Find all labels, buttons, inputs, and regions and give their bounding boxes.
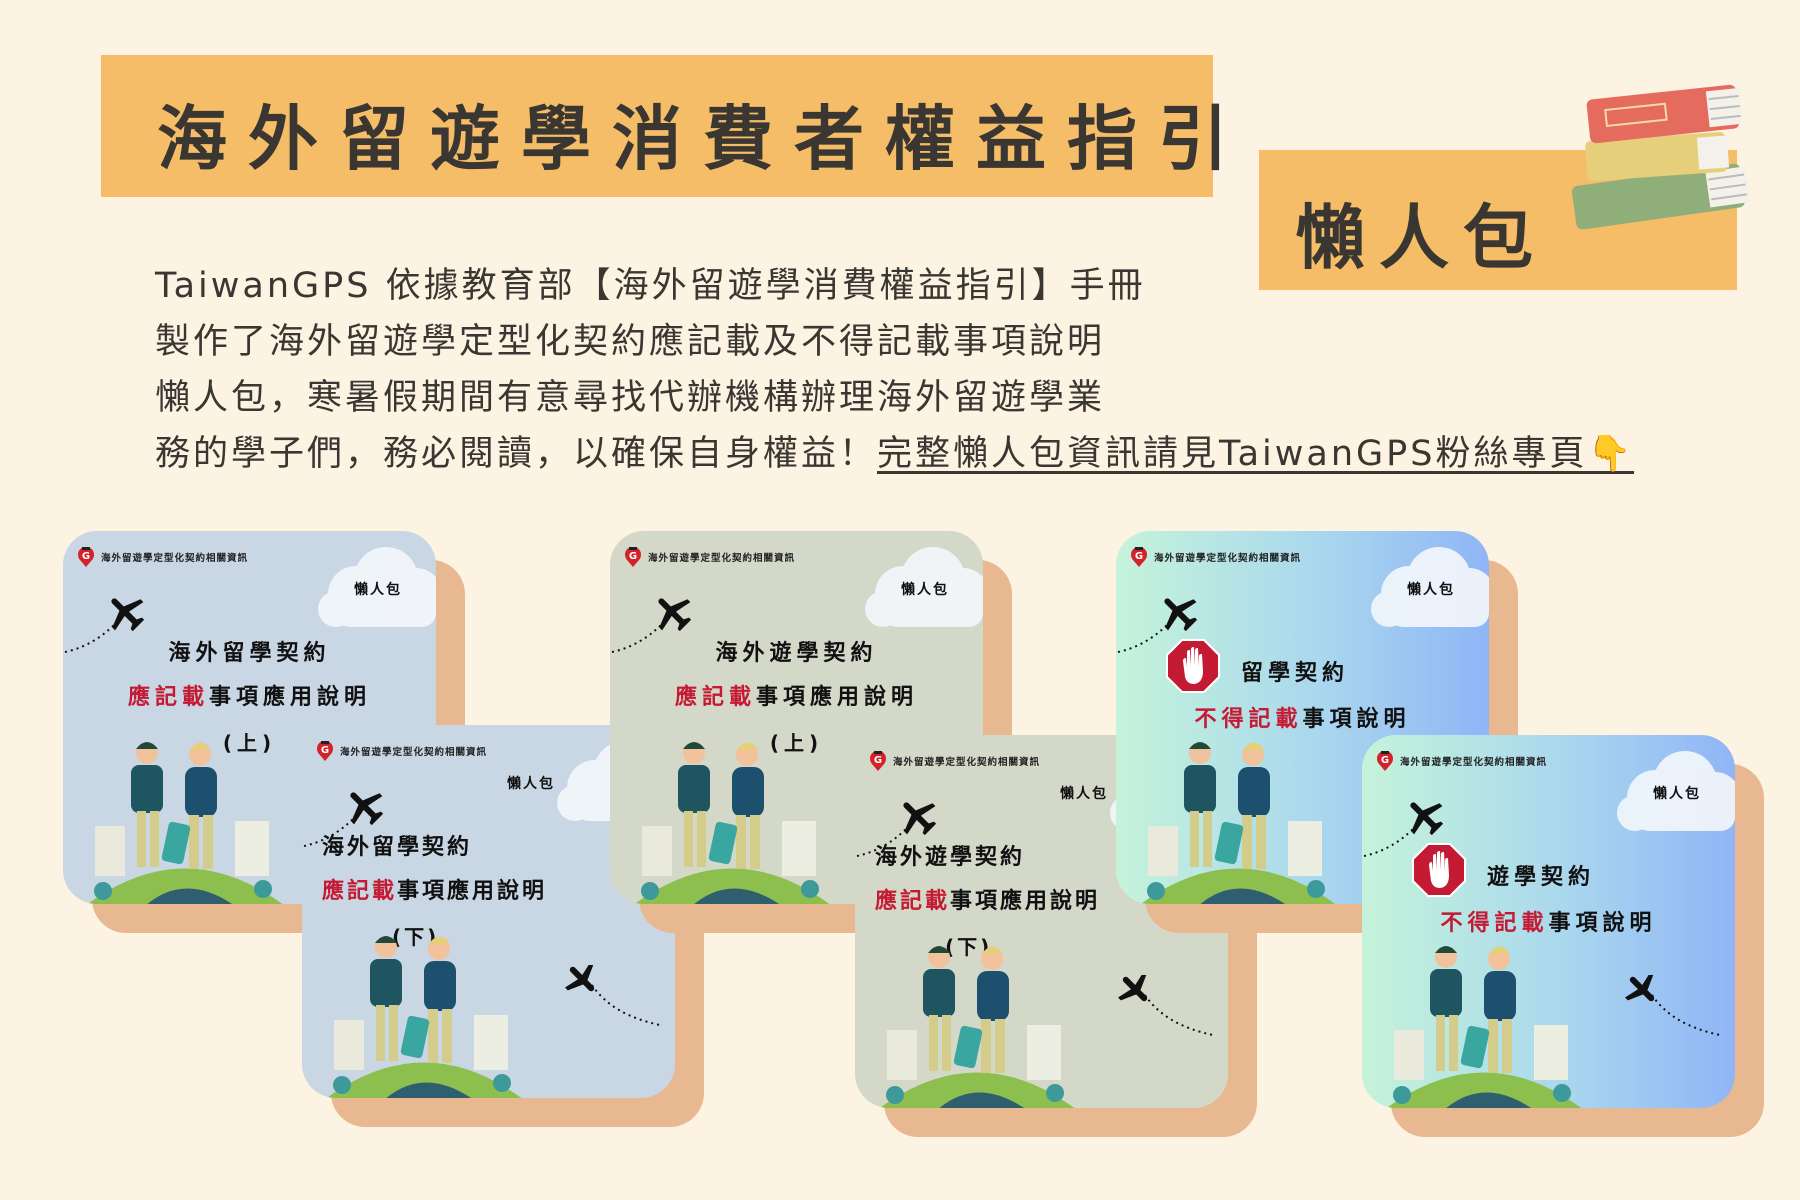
- stop-hand-icon: [1412, 843, 1466, 897]
- taiwangps-logo-icon: G: [625, 547, 641, 567]
- card-badge: 懶人包: [901, 582, 949, 598]
- svg-text:G: G: [874, 755, 882, 766]
- card-header: G 海外留遊學定型化契約相關資訊: [1376, 751, 1547, 771]
- card-header-text: 海外留遊學定型化契約相關資訊: [1154, 553, 1302, 564]
- airplane-icon: [856, 802, 937, 857]
- travelers-illustration: [1140, 742, 1336, 904]
- fanpage-link[interactable]: 完整懶人包資訊請見TaiwanGPS粉絲專頁👇: [877, 434, 1634, 474]
- card-part: (上): [769, 731, 824, 755]
- page-title: 海外留遊學消費者權益指引: [157, 98, 1249, 180]
- fanpage-link-text[interactable]: 完整懶人包資訊請見TaiwanGPS粉絲專頁: [877, 434, 1588, 474]
- card-header-text: 海外留遊學定型化契約相關資訊: [340, 747, 488, 758]
- svg-text:G: G: [321, 745, 329, 756]
- pointing-down-icon: 👇: [1587, 434, 1635, 474]
- card-subtitle-rest: 事項說明: [1302, 707, 1411, 732]
- airplane-icon: [565, 965, 661, 1026]
- intro-paragraph: TaiwanGPS 依據教育部【海外留遊學消費權益指引】手冊 製作了海外留遊學定…: [155, 258, 1634, 482]
- airplane-icon: [1363, 802, 1444, 857]
- card-title: 海外留學契約: [168, 641, 331, 666]
- cloud-icon: [865, 547, 983, 627]
- travelers-illustration: [1386, 946, 1582, 1108]
- intro-line: 務的學子們，務必閱讀，以確保自身權益！完整懶人包資訊請見TaiwanGPS粉絲專…: [155, 426, 1634, 482]
- airplane-icon: [1625, 975, 1721, 1036]
- card-title: 留學契約: [1241, 661, 1350, 686]
- stop-hand-icon: [1166, 639, 1220, 693]
- card-subtitle-rest: 事項應用說明: [209, 685, 372, 710]
- intro-line: TaiwanGPS 依據教育部【海外留遊學消費權益指引】手冊: [155, 266, 1146, 306]
- airplane-icon: [303, 792, 384, 847]
- card-subtitle: 應記載事項應用說明: [610, 679, 983, 711]
- cloud-icon: [1371, 547, 1489, 627]
- card-badge: 懶人包: [354, 582, 402, 598]
- card-header-text: 海外留遊學定型化契約相關資訊: [101, 553, 249, 564]
- card-header-text: 海外留遊學定型化契約相關資訊: [1400, 757, 1548, 768]
- taiwangps-logo-icon: G: [78, 547, 94, 567]
- card-subtitle-highlight: 應記載: [674, 685, 756, 710]
- books-icon: [1571, 84, 1750, 230]
- title-banner: 海外留遊學消費者權益指引: [101, 55, 1228, 197]
- travelers-illustration: [879, 946, 1075, 1108]
- svg-text:G: G: [82, 551, 90, 562]
- taiwangps-logo-icon: G: [1377, 751, 1393, 771]
- airplane-icon: [1118, 975, 1214, 1036]
- card-header: G 海外留遊學定型化契約相關資訊: [1130, 547, 1301, 567]
- card-subtitle-rest: 事項應用說明: [397, 879, 548, 904]
- guide-card[interactable]: G 海外留遊學定型化契約相關資訊懶人包遊學契約不得記載事項說明: [1362, 735, 1735, 1108]
- travelers-illustration: [326, 936, 522, 1098]
- card-subtitle: 應記載事項應用說明: [322, 873, 547, 905]
- svg-text:G: G: [1381, 755, 1389, 766]
- card-title: 海外遊學契約: [875, 845, 1026, 870]
- taiwangps-logo-icon: G: [870, 751, 886, 771]
- card-part: (上): [222, 731, 277, 755]
- card-title: 遊學契約: [1487, 865, 1596, 890]
- card-badge: 懶人包: [507, 776, 555, 792]
- svg-text:G: G: [1135, 551, 1143, 562]
- card-subtitle-rest: 事項應用說明: [756, 685, 919, 710]
- airplane-icon: [64, 598, 145, 653]
- card-subtitle-highlight: 不得記載: [1440, 911, 1549, 936]
- card-header: G 海外留遊學定型化契約相關資訊: [77, 547, 248, 567]
- card-subtitle-rest: 事項應用說明: [950, 889, 1101, 914]
- card-subtitle: 不得記載事項說明: [1362, 905, 1735, 937]
- intro-line: 懶人包，寒暑假期間有意尋找代辦機構辦理海外留遊學業: [155, 378, 1106, 418]
- card-header: G 海外留遊學定型化契約相關資訊: [869, 751, 1040, 771]
- card-subtitle: 應記載事項應用說明: [63, 679, 436, 711]
- travelers-illustration: [87, 742, 283, 904]
- airplane-icon: [611, 598, 692, 653]
- card-subtitle: 不得記載事項說明: [1116, 701, 1489, 733]
- card-header: G 海外留遊學定型化契約相關資訊: [624, 547, 795, 567]
- card-subtitle-highlight: 應記載: [322, 879, 398, 904]
- intro-line: 製作了海外留遊學定型化契約應記載及不得記載事項說明: [155, 322, 1106, 362]
- cloud-icon: [1617, 751, 1735, 831]
- card-badge: 懶人包: [1407, 582, 1455, 598]
- cloud-icon: [318, 547, 436, 627]
- card-badge: 懶人包: [1060, 786, 1108, 802]
- svg-text:G: G: [629, 551, 637, 562]
- card-title: 海外遊學契約: [715, 641, 878, 666]
- card-subtitle-highlight: 應記載: [875, 889, 951, 914]
- card-subtitle-highlight: 應記載: [127, 685, 209, 710]
- card-header-text: 海外留遊學定型化契約相關資訊: [648, 553, 796, 564]
- card-header: G 海外留遊學定型化契約相關資訊: [316, 741, 487, 761]
- travelers-illustration: [634, 742, 830, 904]
- taiwangps-logo-icon: G: [1131, 547, 1147, 567]
- card-subtitle-rest: 事項說明: [1548, 911, 1657, 936]
- card-subtitle: 應記載事項應用說明: [875, 883, 1100, 915]
- card-header-text: 海外留遊學定型化契約相關資訊: [893, 757, 1041, 768]
- airplane-icon: [1117, 598, 1198, 653]
- card-title: 海外留學契約: [322, 835, 473, 860]
- page-subtitle: 懶人包: [1295, 197, 1547, 279]
- taiwangps-logo-icon: G: [317, 741, 333, 761]
- card-badge: 懶人包: [1653, 786, 1701, 802]
- card-subtitle-highlight: 不得記載: [1194, 707, 1303, 732]
- intro-line-text: 務的學子們，務必閱讀，以確保自身權益！: [155, 434, 878, 474]
